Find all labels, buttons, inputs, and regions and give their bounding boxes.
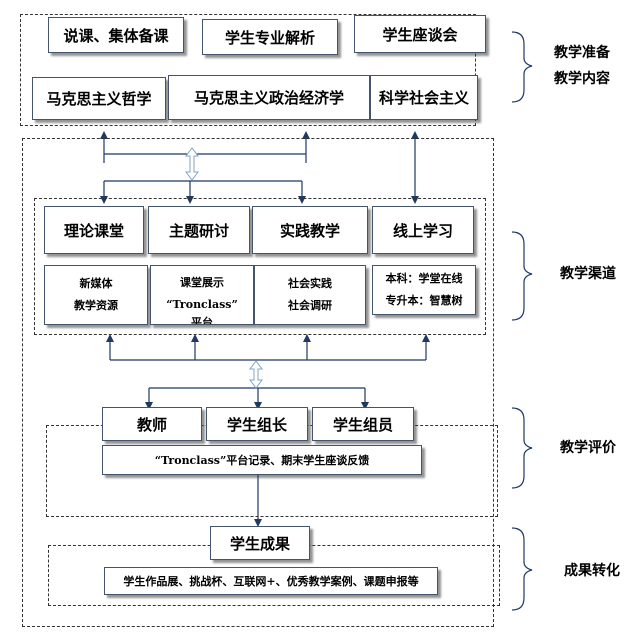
bracket-channels xyxy=(511,231,533,321)
prep-box-lesson: 说课、集体备课 xyxy=(48,17,184,53)
channel-box-theory: 理论课堂 xyxy=(44,206,144,254)
double-arrow-prep xyxy=(185,147,199,181)
prep-label: 说课、集体备课 xyxy=(63,26,169,45)
content-box-philosophy: 马克思主义哲学 xyxy=(32,77,166,120)
channel-detail-online: 本科：学堂在线 专升本：智慧树 xyxy=(372,265,476,315)
results-note-text: 学生作品展、挑战杯、互联网+、优秀教学案例、课题申报等 xyxy=(123,575,419,588)
prep-frame xyxy=(20,14,476,126)
side-label-evaluation: 教学评价 xyxy=(560,440,616,456)
channel-detail-social: 社会实践 社会调研 xyxy=(254,265,366,325)
channel-label: 主题研讨 xyxy=(168,221,229,240)
channel-label: 实践教学 xyxy=(279,221,340,240)
side-label-prep: 教学准备 教学内容 xyxy=(554,40,610,92)
side-label-channels: 教学渠道 xyxy=(560,266,616,282)
content-label: 科学社会主义 xyxy=(378,89,469,107)
results-title: 学生成果 xyxy=(229,534,290,553)
eval-note-text: “Tronclass”平台记录、期末学生座谈反馈 xyxy=(154,454,370,467)
detail-line: 专升本：智慧树 xyxy=(385,294,463,307)
side-label-line: 教学内容 xyxy=(554,71,610,87)
channel-box-seminar: 主题研讨 xyxy=(148,206,250,254)
prep-label: 学生专业解析 xyxy=(224,28,315,47)
channel-label: 线上学习 xyxy=(392,221,453,240)
detail-line: “Tronclass” xyxy=(166,298,238,311)
bracket-results xyxy=(511,527,533,611)
detail-line: 社会调研 xyxy=(288,299,332,312)
detail-line: 社会实践 xyxy=(288,277,332,290)
detail-line: 新媒体 xyxy=(79,277,113,290)
double-arrow-channels xyxy=(249,360,263,389)
side-label-results: 成果转化 xyxy=(564,563,620,579)
eval-label: 学生组长 xyxy=(226,415,287,434)
prep-label: 学生座谈会 xyxy=(382,25,458,44)
content-label: 马克思主义政治经济学 xyxy=(193,89,344,107)
channel-box-practice: 实践教学 xyxy=(252,206,368,254)
channels-frame xyxy=(34,198,486,335)
channel-detail-media: 新媒体 教学资源 xyxy=(44,265,148,325)
outer-frame xyxy=(22,138,494,627)
detail-line: 教学资源 xyxy=(74,299,118,312)
content-box-socialism: 科学社会主义 xyxy=(370,75,478,120)
side-label-line: 教学准备 xyxy=(554,45,610,61)
eval-box-member: 学生组员 xyxy=(312,407,414,441)
bracket-eval xyxy=(511,407,533,489)
detail-line: 课堂展示 xyxy=(180,276,224,289)
channel-detail-showcase: 课堂展示 “Tronclass” 平台 xyxy=(150,265,254,325)
bracket-prep xyxy=(511,31,533,103)
detail-line: 本科：学堂在线 xyxy=(385,272,463,285)
content-box-economics: 马克思主义政治经济学 xyxy=(168,75,370,120)
eval-box-teacher: 教师 xyxy=(102,407,202,441)
prep-box-major: 学生专业解析 xyxy=(202,19,338,55)
eval-note: “Tronclass”平台记录、期末学生座谈反馈 xyxy=(102,445,422,475)
prep-box-forum: 学生座谈会 xyxy=(354,15,486,53)
results-note: 学生作品展、挑战杯、互联网+、优秀教学案例、课题申报等 xyxy=(104,567,438,595)
eval-box-leader: 学生组长 xyxy=(206,407,308,441)
channel-box-online: 线上学习 xyxy=(372,206,474,254)
eval-label: 学生组员 xyxy=(332,415,393,434)
channel-label: 理论课堂 xyxy=(63,221,124,240)
detail-line: 平台 xyxy=(191,316,213,325)
content-label: 马克思主义哲学 xyxy=(46,90,152,108)
eval-label: 教师 xyxy=(136,415,167,434)
results-box-title: 学生成果 xyxy=(210,526,310,560)
